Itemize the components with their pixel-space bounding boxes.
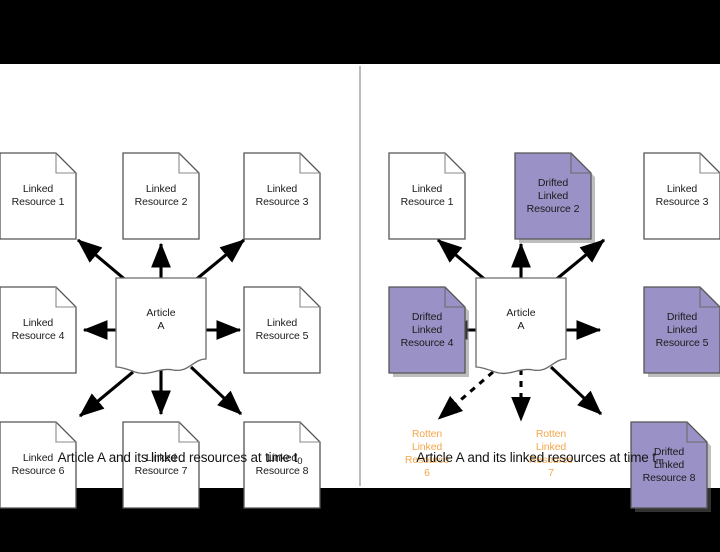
- node-linked-resource-3[interactable]: Linked Resource 3: [243, 152, 321, 240]
- node-drifted-linked-resource-5[interactable]: Drifted Linked Resource 5: [643, 286, 720, 377]
- edge-to-lr1: [437, 238, 489, 284]
- node-article-a[interactable]: Article A: [115, 277, 207, 377]
- node-linked-resource-2[interactable]: Linked Resource 2: [122, 152, 200, 240]
- panel-time-tm: Linked Resource 1 Drifted Linked Resourc…: [360, 64, 720, 512]
- edge-to-lr3: [552, 238, 605, 284]
- node-linked-resource-1[interactable]: Linked Resource 1: [0, 152, 77, 240]
- panel-time-t0: Linked Resource 1 Linked Resource 2 Link…: [0, 64, 360, 509]
- figure-canvas: Linked Resource 1 Linked Resource 2 Link…: [0, 64, 720, 512]
- node-linked-resource-1[interactable]: Linked Resource 1: [388, 152, 466, 240]
- node-drifted-linked-resource-4[interactable]: Drifted Linked Resource 4: [388, 286, 469, 377]
- node-linked-resource-4[interactable]: Linked Resource 4: [0, 286, 77, 374]
- caption-subscript: 0: [297, 456, 303, 467]
- edge-to-lr3: [192, 238, 245, 284]
- node-rotten-linked-resource-7[interactable]: Rotten Linked Resource 7: [528, 428, 574, 479]
- node-linked-resource-5[interactable]: Linked Resource 5: [243, 286, 321, 374]
- edge-to-rotten-lr6: [437, 370, 495, 420]
- caption-subscript: m: [655, 456, 664, 467]
- edge-to-lr1: [77, 238, 129, 284]
- node-linked-resource-3[interactable]: Linked Resource 3: [643, 152, 720, 240]
- panel-divider: [359, 66, 361, 486]
- node-article-a[interactable]: Article A: [475, 277, 567, 377]
- edge-to-lr6: [79, 370, 134, 418]
- node-drifted-linked-resource-2[interactable]: Drifted Linked Resource 2: [514, 152, 595, 243]
- caption-right: Article A and its linked resources at ti…: [416, 450, 664, 467]
- node-rotten-linked-resource-6[interactable]: Rotten Linked Resource 6: [404, 428, 450, 479]
- caption-left: Article A and its linked resources at ti…: [57, 450, 303, 467]
